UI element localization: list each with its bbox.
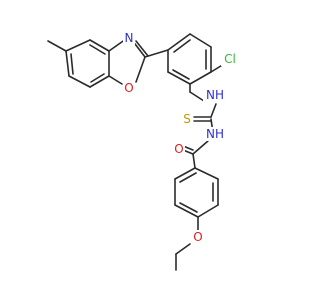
- bond: [70, 53, 74, 75]
- amine-nh-lower-atom: NH: [203, 127, 227, 141]
- bond: [174, 167, 196, 180]
- amine-nh-upper-atom: NH: [203, 88, 227, 102]
- bond: [194, 167, 219, 180]
- oxazole-oxygen-atom: O: [123, 81, 135, 95]
- bond: [192, 153, 196, 169]
- carbonyl-oxygen-atom: O: [173, 142, 185, 156]
- bond: [68, 75, 91, 88]
- bond: [192, 140, 209, 155]
- bond: [89, 44, 106, 55]
- bond: [175, 243, 191, 255]
- chlorine-label: Cl: [224, 52, 236, 66]
- bond: [167, 33, 191, 51]
- bond: [197, 204, 219, 218]
- oxazole-nitrogen-label: N: [125, 31, 134, 45]
- amine-nh-upper-label: NH: [206, 88, 224, 102]
- bond: [172, 69, 190, 80]
- bond: [189, 71, 212, 85]
- bond: [179, 202, 198, 213]
- amine-nh-lower-label: NH: [206, 127, 224, 141]
- bond: [89, 39, 110, 52]
- bond: [174, 204, 199, 218]
- bond: [65, 39, 91, 52]
- oxazole-oxygen-label: O: [124, 81, 133, 95]
- bond: [189, 33, 212, 48]
- bond: [179, 172, 197, 183]
- carbonyl-oxygen-label: O: [174, 142, 183, 156]
- thione-sulfur-atom: S: [181, 112, 193, 126]
- oxazole-nitrogen-atom: N: [123, 31, 135, 45]
- thione-sulfur-label: S: [183, 112, 191, 126]
- bond: [189, 91, 205, 102]
- bond: [89, 75, 110, 88]
- bond: [135, 56, 146, 83]
- bond: [108, 75, 123, 85]
- ether-oxygen-label: O: [193, 230, 202, 244]
- bond: [90, 73, 105, 83]
- bond: [167, 71, 191, 85]
- bond: [144, 49, 169, 58]
- bond: [135, 40, 149, 57]
- ether-oxygen-atom: O: [192, 230, 204, 244]
- molecule-structure: Cl N O NH S NH O O: [47, 31, 239, 271]
- bond: [210, 103, 217, 118]
- chlorine-atom: Cl: [221, 52, 239, 66]
- bond: [65, 50, 70, 77]
- bond: [47, 40, 67, 52]
- bond: [173, 39, 191, 53]
- atom-label-layer: Cl N O NH S NH O O: [123, 31, 239, 244]
